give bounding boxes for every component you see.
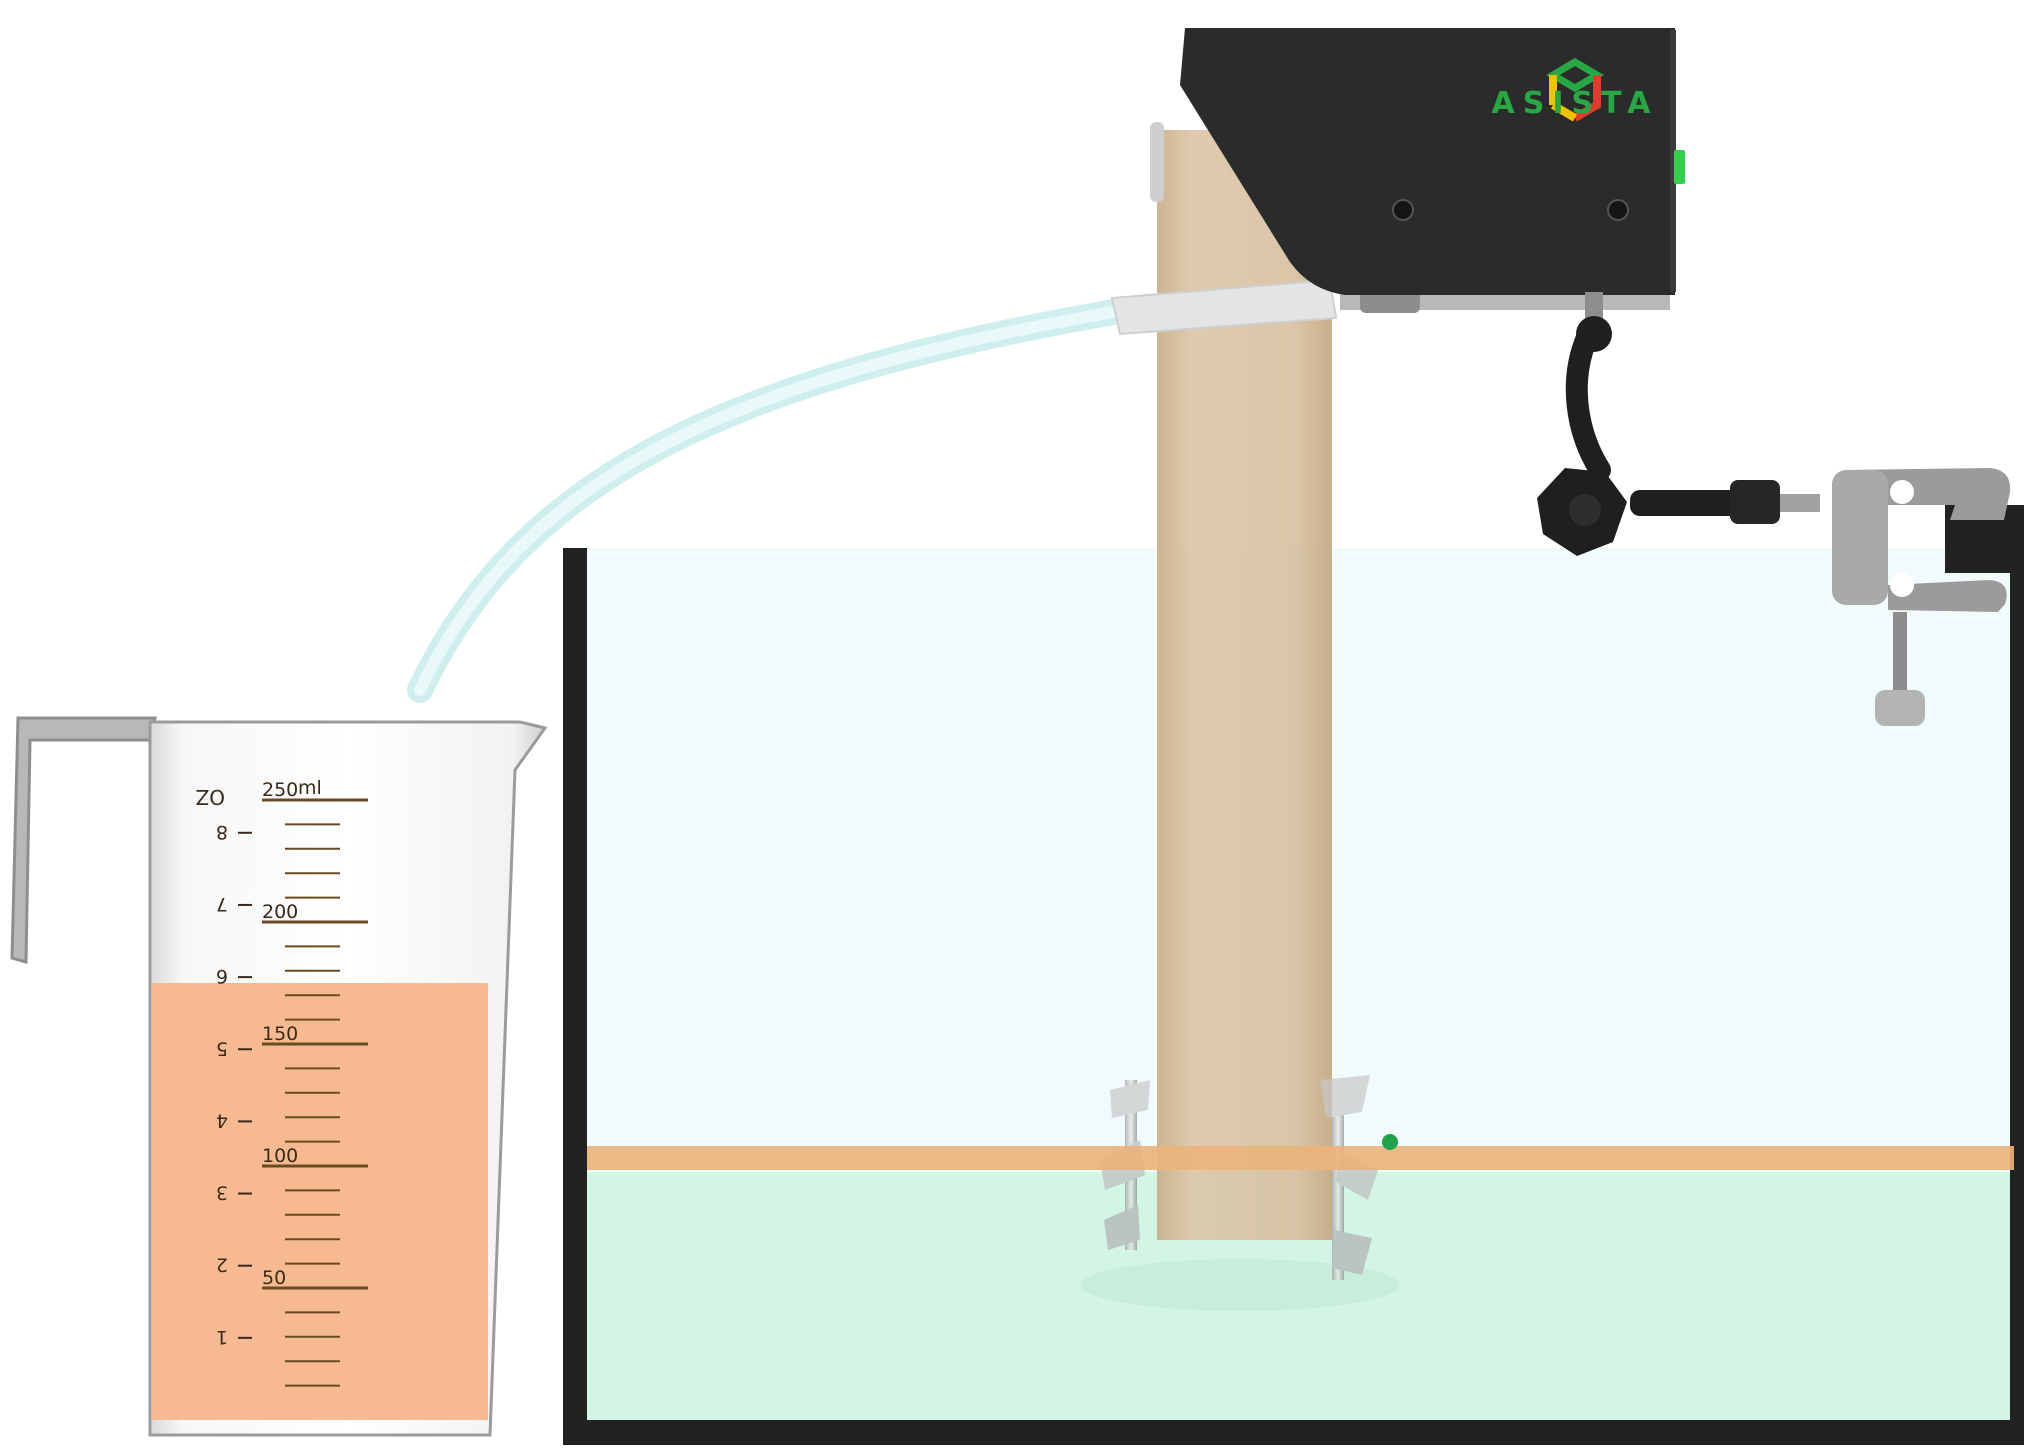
status-led bbox=[1674, 150, 1685, 184]
measuring-beaker: 250 200 150 100 50 8 7 6 5 4 3 2 1 OZ ml bbox=[10, 716, 548, 1437]
graduation-marks bbox=[262, 798, 368, 1387]
ml-label: 50 bbox=[262, 1267, 286, 1289]
tank-frame-bottom bbox=[563, 1420, 2024, 1445]
ml-label: 200 bbox=[262, 901, 298, 923]
ml-scale-labels: 250 200 150 100 50 bbox=[262, 779, 298, 1289]
beaker-liquid bbox=[152, 983, 488, 1420]
asista-logo-icon bbox=[1546, 57, 1604, 122]
screw-left bbox=[1392, 199, 1414, 221]
oz-label: 8 bbox=[216, 821, 228, 843]
oz-label: 4 bbox=[216, 1109, 228, 1131]
unit-oz-label: OZ bbox=[196, 785, 225, 809]
oz-label: 1 bbox=[216, 1326, 228, 1348]
ml-label: 150 bbox=[262, 1023, 298, 1045]
mounting-arm bbox=[1537, 292, 2011, 726]
level-line bbox=[587, 1146, 2014, 1170]
oz-label: 6 bbox=[216, 965, 228, 987]
indicator-dot bbox=[1382, 1134, 1398, 1150]
pump-device: ASISTA bbox=[1180, 28, 1685, 313]
oz-label: 5 bbox=[216, 1037, 228, 1059]
unit-ml-label: ml bbox=[298, 777, 322, 799]
brand-logo-text: ASISTA bbox=[1492, 86, 1659, 121]
oz-label: 3 bbox=[216, 1182, 228, 1204]
tank-frame-right bbox=[2010, 505, 2024, 1445]
clamp-icon bbox=[1832, 468, 2011, 726]
ml-label: 250 bbox=[262, 779, 298, 801]
ml-label: 100 bbox=[262, 1145, 298, 1167]
delivery-tube bbox=[407, 278, 1338, 703]
knob-icon bbox=[1537, 468, 1627, 556]
screw-right bbox=[1607, 199, 1629, 221]
oz-label: 7 bbox=[216, 893, 228, 915]
tank-frame-left bbox=[563, 548, 587, 1445]
oz-scale-labels: 8 7 6 5 4 3 2 1 bbox=[216, 821, 252, 1348]
oz-label: 2 bbox=[216, 1254, 228, 1276]
